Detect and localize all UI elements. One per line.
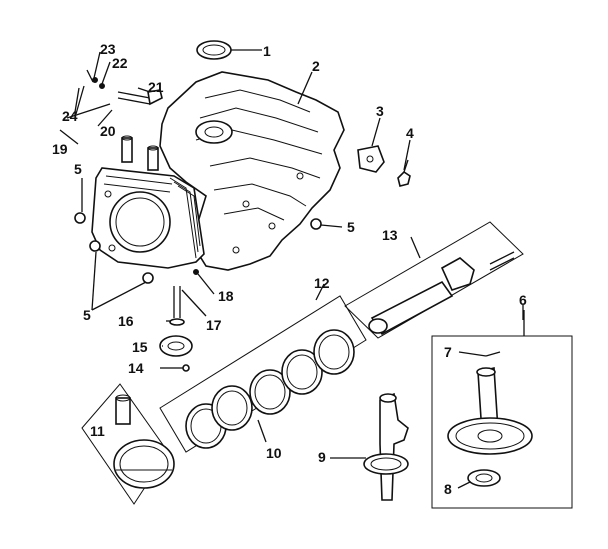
callout-9: 9 [318, 449, 326, 465]
callout-14: 14 [128, 360, 144, 376]
part-6-camshaft [431, 310, 573, 509]
callout-10: 10 [266, 445, 282, 461]
callout-15: 15 [132, 339, 148, 355]
callout-labels: 1 2 3 4 5 5 5 6 7 8 9 10 11 12 13 14 15 … [52, 41, 527, 497]
callout-12: 12 [314, 275, 330, 291]
callout-6: 6 [519, 292, 527, 308]
callout-21: 21 [148, 79, 164, 95]
part-5-plugs [74, 212, 322, 284]
callout-24: 24 [62, 108, 78, 124]
callout-5b: 5 [347, 219, 355, 235]
part-4-screw [397, 159, 411, 187]
callout-22: 22 [112, 55, 128, 71]
part-1-gasket [196, 40, 232, 60]
callout-16: 16 [118, 313, 134, 329]
callout-2: 2 [312, 58, 320, 74]
cylinder-head [91, 167, 205, 269]
part-20-24-small-parts [66, 69, 163, 119]
callout-3: 3 [376, 103, 384, 119]
callout-19: 19 [52, 141, 68, 157]
callout-23: 23 [100, 41, 116, 57]
part-2-crankcase [121, 71, 345, 271]
callout-5c: 5 [83, 307, 91, 323]
callout-11: 11 [90, 423, 105, 439]
part-9-crankshaft [363, 392, 409, 501]
part-3-bracket [357, 145, 385, 173]
leader-lines [59, 49, 524, 489]
callout-8: 8 [444, 481, 452, 497]
part-14-17-governor [159, 269, 199, 372]
callout-7: 7 [444, 344, 452, 360]
callout-17: 17 [206, 317, 222, 333]
callout-1: 1 [263, 43, 271, 59]
callout-4: 4 [406, 125, 414, 141]
callout-5a: 5 [74, 161, 82, 177]
part-11-piston [81, 383, 175, 505]
part-10-12-rings [159, 295, 367, 453]
callout-20: 20 [100, 123, 116, 139]
callout-13: 13 [382, 227, 398, 243]
callout-18: 18 [218, 288, 234, 304]
part-13-connecting-rod [344, 221, 524, 339]
